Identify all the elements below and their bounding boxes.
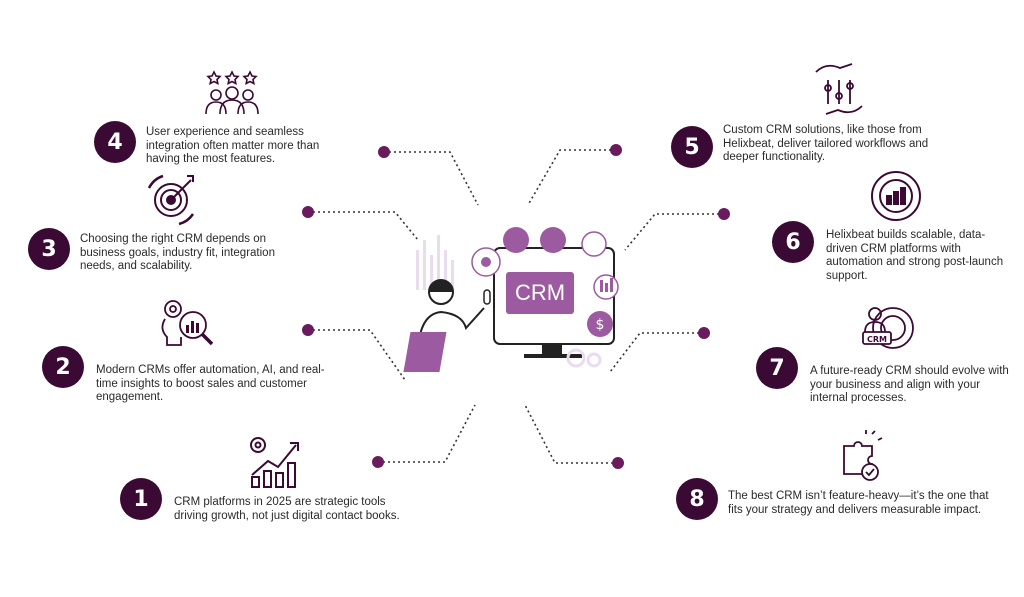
connector-dot [718,208,730,220]
svg-text:$: $ [596,317,605,333]
step-text-7: A future-ready CRM should evolve with yo… [810,365,1009,404]
growth-chart-icon [250,437,299,488]
target-icon [147,174,195,226]
step-text-2: Modern CRMs offer automation, AI, and re… [96,364,325,403]
step-text-4: User experience and seamless integration… [146,126,320,165]
step-text-3: Choosing the right CRM depends on busine… [80,233,275,272]
step-badge-6: 6 [772,221,814,263]
crm-center-label: CRM [506,272,574,314]
step-badge-4: 4 [94,121,136,163]
users-rating-icon [205,70,259,115]
crm-gear-icon: CRM [862,307,914,349]
connector-dot [378,146,390,158]
step-badge-7: 7 [756,347,798,389]
connector-dot [302,324,314,336]
hand-controls-icon [815,63,863,115]
connector-dot [612,457,624,469]
step-badge-8: 8 [676,478,718,520]
step-badge-5: 5 [671,126,713,168]
step-badge-1: 1 [120,478,162,520]
insight-magnifier-icon [161,300,214,346]
connector-dot [698,327,710,339]
connector-dot [610,144,622,156]
step-text-1: CRM platforms in 2025 are strategic tool… [174,496,400,522]
step-badge-2: 2 [42,346,84,388]
step-badge-3: 3 [28,228,70,270]
connector-dot [372,456,384,468]
connector-dot [302,206,314,218]
analytics-circle-icon [871,171,921,221]
svg-text:CRM: CRM [867,335,887,344]
crm-center-illustration: $ CRM [396,210,636,380]
step-text-8: The best CRM isn’t feature-heavy—it’s th… [728,490,989,516]
step-text-6: Helixbeat builds scalable, data-driven C… [826,229,1004,282]
step-text-5: Custom CRM solutions, like those from He… [723,124,929,163]
puzzle-check-icon [843,430,883,481]
